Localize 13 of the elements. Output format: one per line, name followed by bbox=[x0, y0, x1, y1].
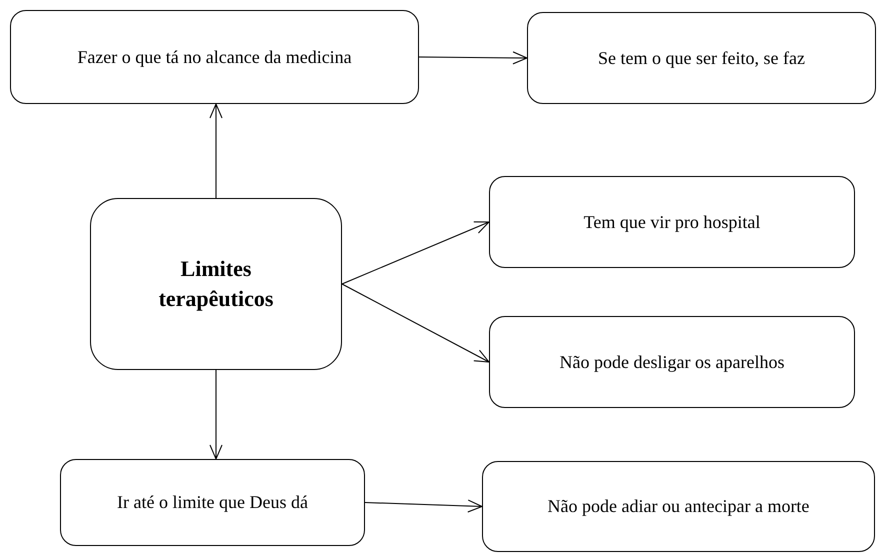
process-box: Ir até o limite que Deus dá bbox=[60, 459, 365, 546]
process-box: Fazer o que tá no alcance da medicina bbox=[10, 10, 419, 104]
arrow bbox=[342, 284, 490, 362]
process-box: Se tem o que ser feito, se faz bbox=[527, 12, 876, 104]
process-box: Tem que vir pro hospital bbox=[489, 176, 855, 268]
process-box: Não pode adiar ou antecipar a morte bbox=[482, 461, 875, 552]
process-box: Não pode desligar os aparelhos bbox=[489, 316, 855, 408]
central-topic-box: Limites terapêuticos bbox=[90, 198, 342, 370]
arrow bbox=[210, 104, 222, 198]
arrow bbox=[364, 500, 482, 513]
arrow bbox=[210, 370, 222, 460]
arrow bbox=[418, 51, 528, 64]
arrow bbox=[342, 221, 490, 284]
